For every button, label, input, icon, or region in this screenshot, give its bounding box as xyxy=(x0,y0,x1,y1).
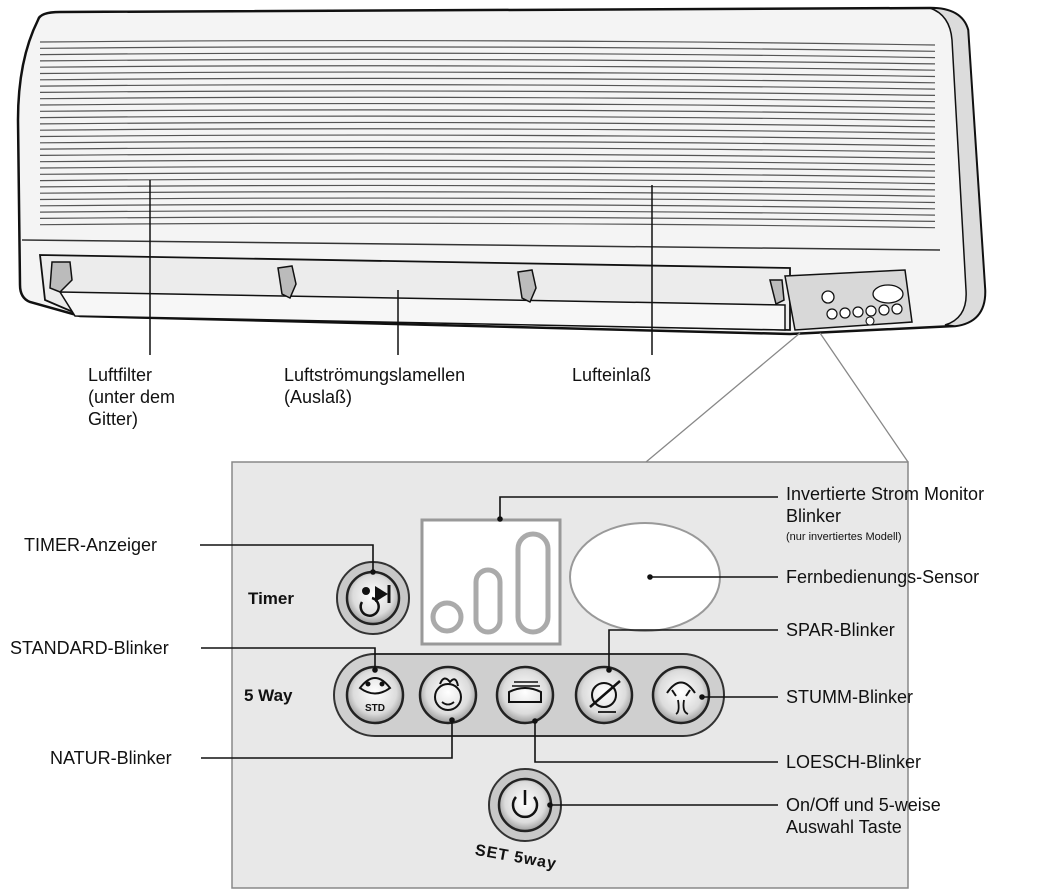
spar-blinker xyxy=(574,665,634,725)
grille-slat xyxy=(39,77,936,84)
air-inlet-grille xyxy=(39,39,936,229)
onoff-callout: On/Off und 5-weise Auswahl Taste xyxy=(786,794,941,838)
grille-slat xyxy=(39,52,936,59)
panel-leader-lines xyxy=(200,496,778,808)
inverter-callout: Invertierte Strom Monitor Blinker (nur i… xyxy=(786,483,984,544)
air-filter-label-line3: Gitter) xyxy=(88,409,139,429)
unit-lower-edge xyxy=(21,239,941,251)
grille-slat xyxy=(39,128,936,134)
grille-slat xyxy=(39,39,936,46)
timer-indicator-callout: TIMER-Anzeiger xyxy=(24,535,158,555)
stumm-blinker xyxy=(651,665,711,725)
inverter-callout-line1: Invertierte Strom Monitor xyxy=(786,484,985,504)
inverter-callout-note: (nur invertiertes Modell) xyxy=(786,531,902,543)
timer-indicator xyxy=(336,561,410,635)
louvers-label-line1: Luftströmungslamellen xyxy=(284,365,466,385)
grille-slat xyxy=(39,46,936,52)
grille-slat xyxy=(39,84,936,90)
stumm-blinker-callout: STUMM-Blinker xyxy=(786,687,914,707)
grille-slat xyxy=(39,58,936,65)
grille-slat xyxy=(39,134,936,141)
air-filter-label: Luftfilter (unter dem Gitter) xyxy=(88,364,175,430)
inverter-monitor xyxy=(420,518,562,646)
natur-blinker xyxy=(418,665,478,725)
air-filter-label-line1: Luftfilter xyxy=(88,365,153,385)
grille-slat xyxy=(39,140,936,147)
natur-blinker-callout: NATUR-Blinker xyxy=(50,748,172,768)
unit-control-panel xyxy=(784,269,913,331)
louver-flap xyxy=(58,291,786,331)
louver-hinges xyxy=(49,261,785,306)
grille-slat xyxy=(39,197,936,204)
remote-sensor-callout: Fernbedienungs-Sensor xyxy=(786,567,980,587)
standard-blinker-callout: STANDARD-Blinker xyxy=(10,638,169,658)
grille-slat xyxy=(39,184,936,191)
grille-slat xyxy=(39,210,936,216)
onoff-callout-line2: Auswahl Taste xyxy=(786,817,902,837)
grille-slat xyxy=(39,109,936,115)
grille-slat xyxy=(39,71,936,78)
grille-slat xyxy=(39,216,936,222)
grille-slat xyxy=(39,191,936,197)
inverter-callout-line2: Blinker xyxy=(786,506,842,526)
grille-slat xyxy=(39,178,936,185)
air-filter-label-line2: (unter dem xyxy=(88,387,176,407)
louvers-label: Luftströmungslamellen (Auslaß) xyxy=(284,364,465,408)
grille-slat xyxy=(39,115,936,122)
unit-leader-lines xyxy=(149,180,653,355)
grille-slat xyxy=(39,159,936,166)
grille-slat xyxy=(39,90,936,96)
grille-slat xyxy=(39,65,936,71)
grille-slat xyxy=(39,222,936,229)
grille-slat xyxy=(39,121,936,128)
fiveway-label: 5 Way xyxy=(244,686,293,705)
std-icon-text: STD xyxy=(365,703,385,714)
onoff-callout-line1: On/Off und 5-weise xyxy=(786,795,941,815)
zoom-connector xyxy=(645,332,909,463)
std-blinker xyxy=(345,665,405,725)
louvers-label-line2: (Auslaß) xyxy=(284,387,353,407)
grille-slat xyxy=(39,172,936,178)
grille-slat xyxy=(39,147,936,153)
ac-unit xyxy=(16,6,987,336)
spar-blinker-callout: SPAR-Blinker xyxy=(786,620,895,640)
air-inlet-label: Lufteinlaß xyxy=(572,365,652,385)
grille-slat xyxy=(39,96,936,103)
loesch-blinker-callout: LOESCH-Blinker xyxy=(786,752,922,772)
timer-label: Timer xyxy=(248,589,294,608)
loesch-blinker xyxy=(495,665,555,725)
unit-side-panel xyxy=(929,7,986,327)
grille-slat xyxy=(39,203,936,210)
grille-slat xyxy=(39,165,936,172)
grille-slat xyxy=(39,102,936,109)
grille-slat xyxy=(39,153,936,159)
